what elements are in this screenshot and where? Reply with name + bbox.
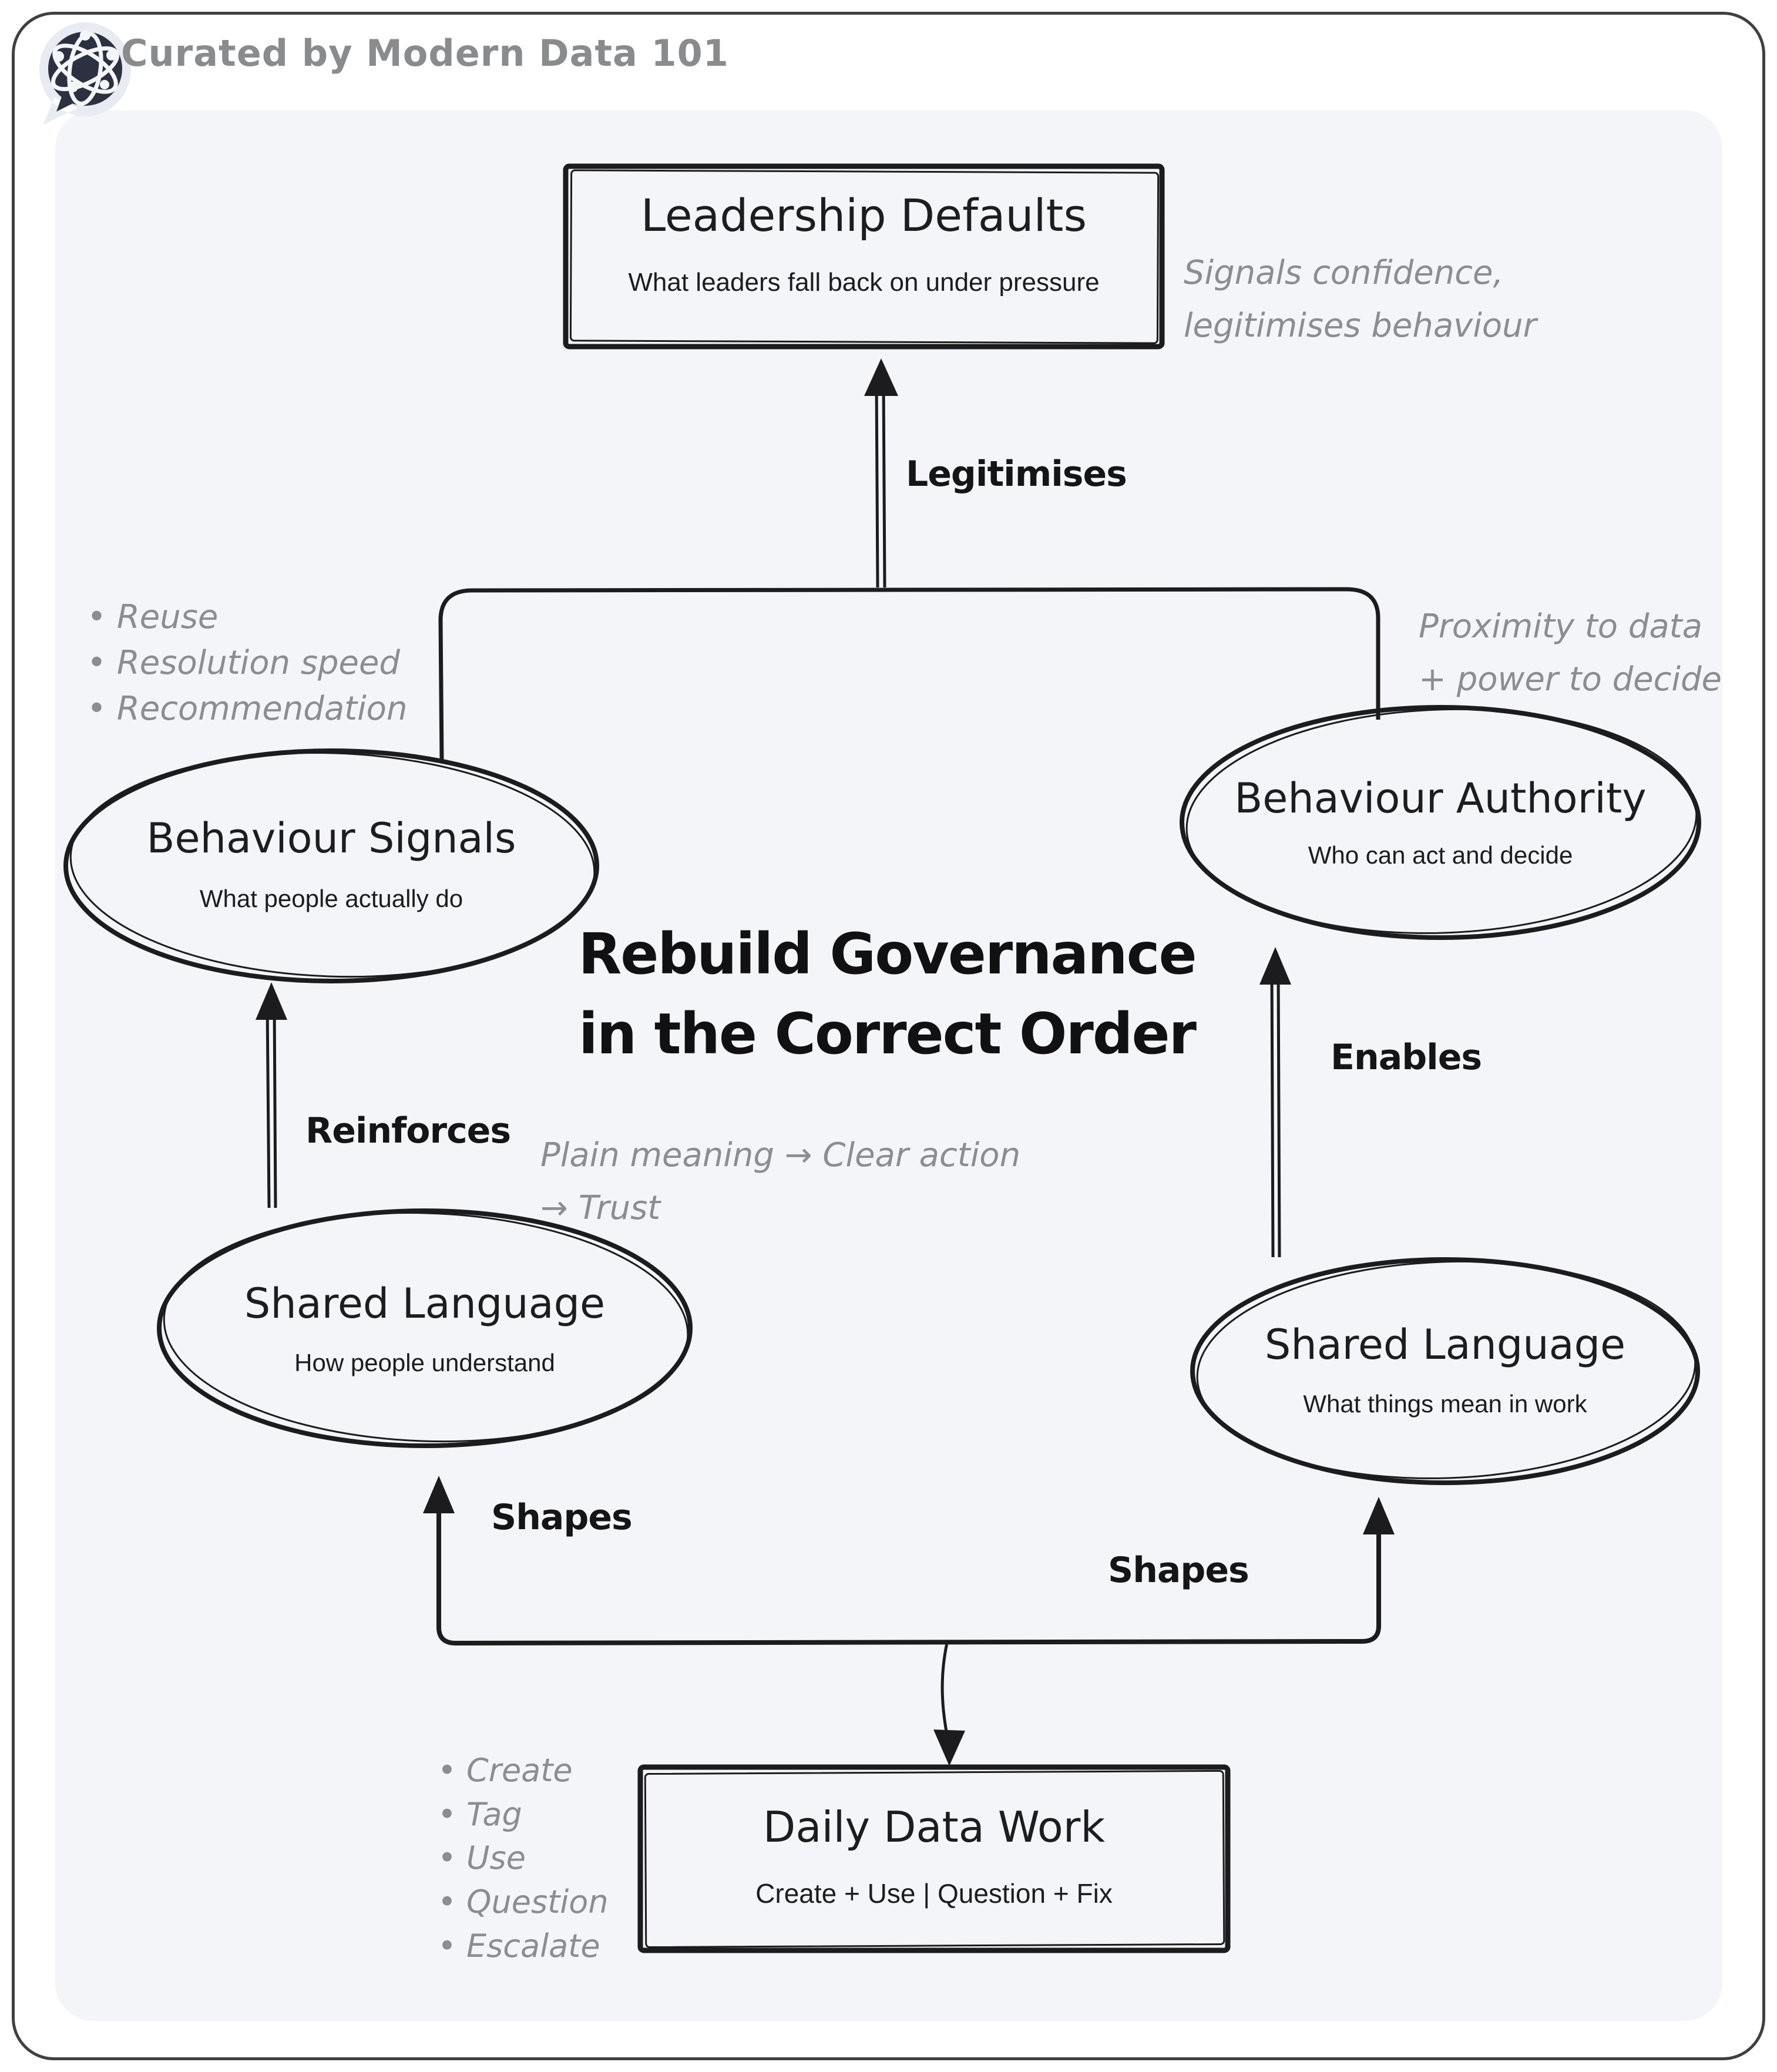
main-headline-line2: in the Correct Order (579, 1001, 1197, 1067)
annotation-plain-meaning: Plain meaning → Clear action → Trust (540, 1129, 1046, 1234)
daily-data-work-box-outline (637, 1764, 1231, 1953)
shared-language-left-ellipse-outline (157, 1208, 693, 1448)
enables-arrow-shaft (1270, 970, 1281, 1258)
list-item: Tag (438, 1796, 609, 1833)
legitimises-edge-label: Legitimises (906, 454, 1127, 495)
annotation-line: + power to decide (1419, 660, 1722, 698)
top-bracket-connector (438, 587, 1380, 761)
reinforces-arrowhead (256, 982, 287, 1020)
list-item: Create (438, 1752, 609, 1789)
main-headline: Rebuild Governance in the Correct Order (564, 914, 1210, 1074)
list-item: Escalate (438, 1927, 609, 1965)
shapes-right-edge-label: Shapes (1108, 1550, 1249, 1591)
enables-arrowhead (1259, 947, 1291, 985)
annotation-line: Plain meaning → Clear action (540, 1136, 1021, 1174)
list-item: Question (438, 1883, 609, 1921)
leadership-defaults-subtitle: What leaders fall back on under pressure (628, 268, 1100, 297)
shared-language-right-title: Shared Language (1264, 1321, 1626, 1369)
bottom-bracket-connector (436, 1507, 1381, 1646)
annotation-proximity: Proximity to data + power to decide (1419, 600, 1748, 706)
behaviour-signals-subtitle: What people actually do (199, 885, 463, 912)
shared-language-left-title: Shared Language (244, 1280, 606, 1328)
daily-data-actions-list: Create Tag Use Question Escalate (438, 1752, 609, 1972)
legitimises-arrow-shaft (875, 381, 886, 588)
brand-caption: Curated by Modern Data 101 (121, 32, 729, 75)
reinforces-arrow-shaft (266, 1005, 277, 1208)
behaviour-authority-subtitle: Who can act and decide (1308, 841, 1573, 869)
daily-data-work-title: Daily Data Work (762, 1802, 1106, 1852)
behaviour-authority-ellipse-outline (1180, 705, 1701, 940)
shared-language-right-ellipse-outline (1190, 1257, 1700, 1485)
daily-drop-arrow-shaft (940, 1643, 949, 1738)
legitimises-arrowhead (864, 358, 898, 396)
daily-data-work-subtitle: Create + Use | Question + Fix (755, 1878, 1113, 1909)
shapes-right-arrowhead (1363, 1497, 1395, 1534)
shapes-left-edge-label: Shapes (491, 1497, 633, 1538)
annotation-line: → Trust (540, 1188, 661, 1227)
annotation-line: legitimises behaviour (1184, 306, 1537, 345)
leadership-defaults-title: Leadership Defaults (640, 189, 1087, 241)
reinforces-edge-label: Reinforces (305, 1110, 511, 1151)
enables-edge-label: Enables (1331, 1037, 1482, 1078)
shared-language-right-subtitle: What things mean in work (1303, 1390, 1587, 1418)
shared-language-left-subtitle: How people understand (294, 1349, 555, 1376)
daily-drop-arrowhead (933, 1730, 965, 1766)
behaviour-signals-ellipse-outline (63, 748, 599, 983)
list-item: Resolution speed (87, 644, 407, 683)
diagram-panel (55, 110, 1722, 2021)
list-item: Recommendation (87, 690, 408, 728)
annotation-line: Signals confidence, (1184, 254, 1504, 292)
behaviour-signals-title: Behaviour Signals (146, 814, 516, 862)
annotation-signals-confidence: Signals confidence, legitimises behaviou… (1184, 247, 1595, 352)
annotation-line: Proximity to data (1419, 607, 1702, 646)
shapes-left-arrowhead (423, 1476, 455, 1513)
behaviour-authority-title: Behaviour Authority (1234, 774, 1647, 822)
list-item: Use (438, 1839, 609, 1877)
behaviour-signal-metrics-list: Reuse Resolution speed Recommendation (87, 598, 408, 736)
list-item: Reuse (87, 598, 407, 637)
leadership-defaults-box-outline (563, 163, 1165, 350)
globe-chat-icon (39, 22, 131, 125)
main-headline-line1: Rebuild Governance (578, 921, 1197, 987)
